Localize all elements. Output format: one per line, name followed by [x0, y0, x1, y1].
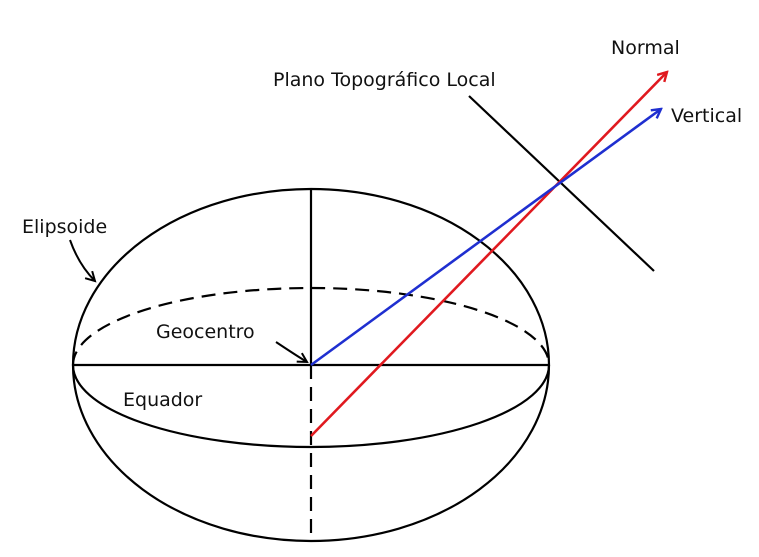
vertical-label: Vertical: [671, 105, 742, 127]
local-topographic-plane: [468, 95, 655, 272]
local-plane-label: Plano Topográfico Local: [273, 69, 496, 91]
normal-label: Normal: [611, 37, 680, 59]
vertical-line: [310, 109, 661, 367]
equator-front: [71, 364, 551, 449]
ellipsoid-pointer-arrow: [69, 239, 95, 281]
normal-line: [310, 72, 667, 437]
geocenter-label: Geocentro: [156, 321, 255, 343]
geocenter-pointer-arrow: [275, 341, 307, 362]
ellipsoid-label: Elipsoide: [22, 216, 107, 238]
equator-label: Equador: [123, 389, 202, 411]
equator-back-dashed: [71, 286, 551, 366]
